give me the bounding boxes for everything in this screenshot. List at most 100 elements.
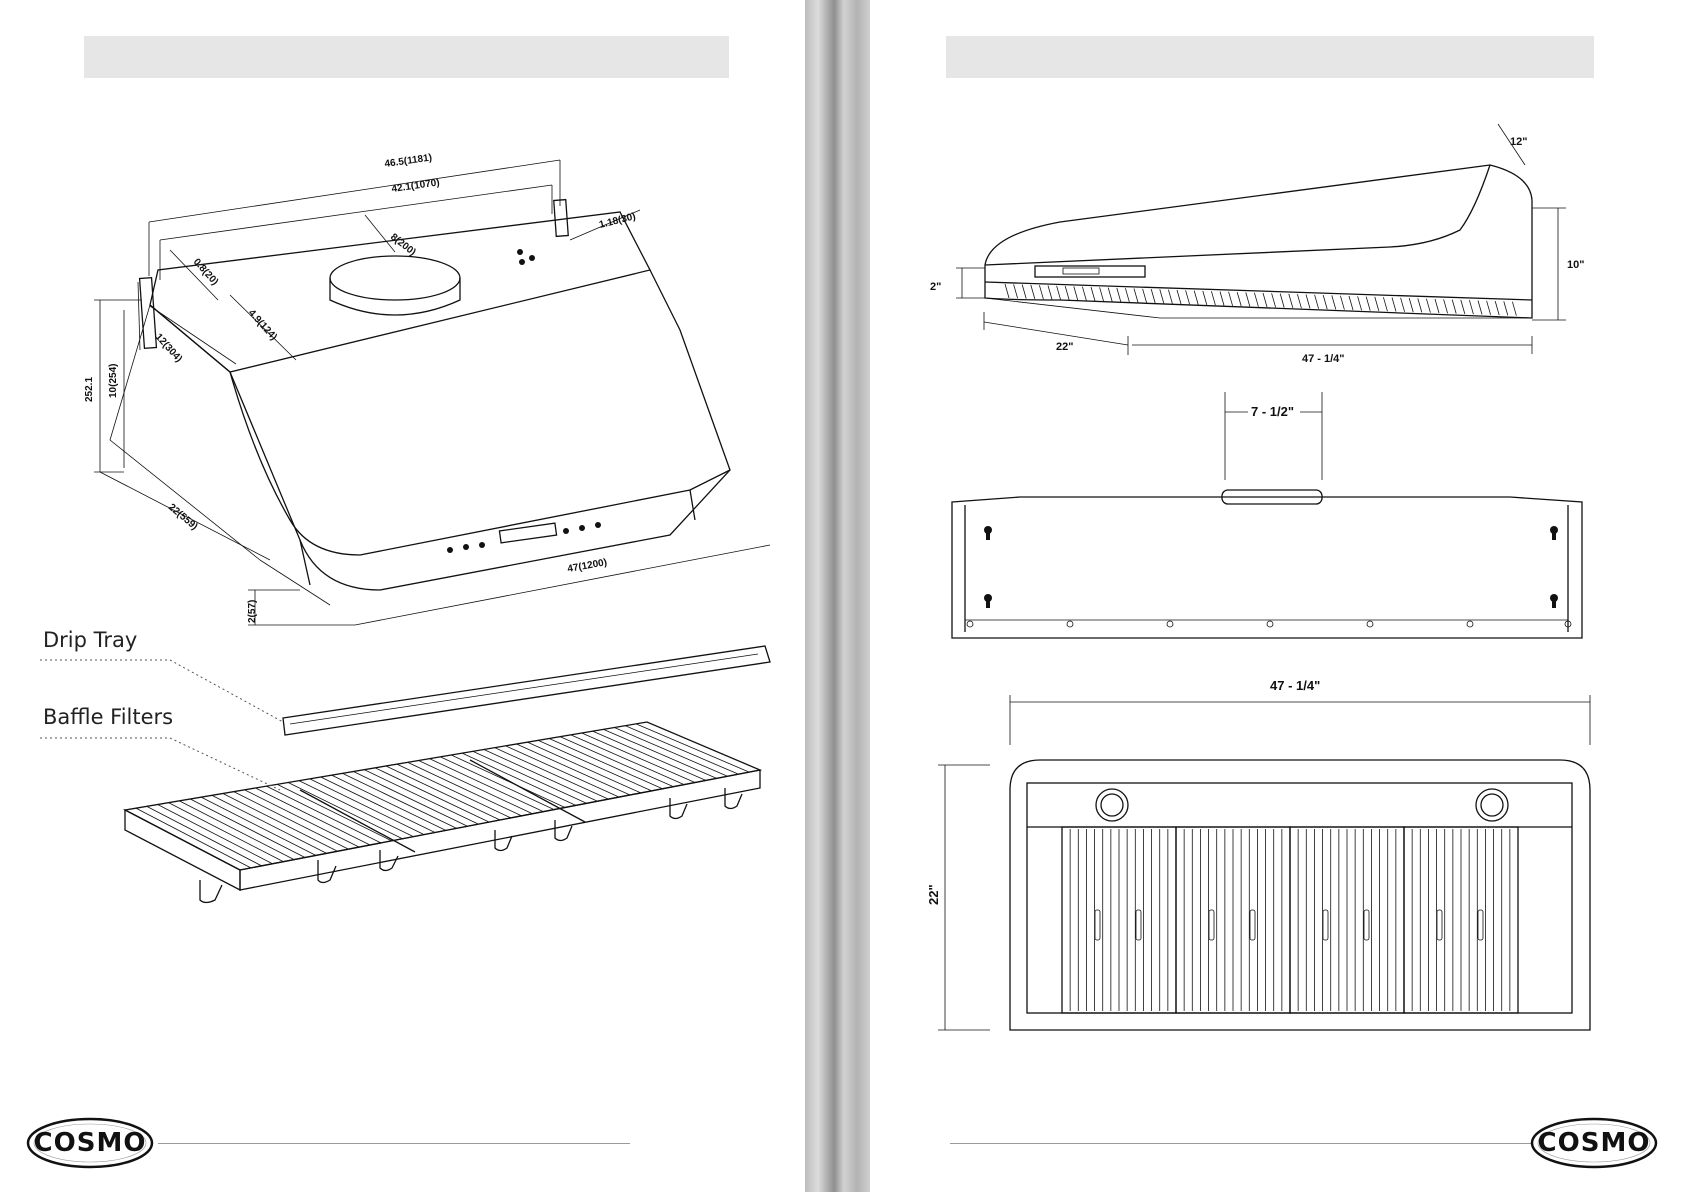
slat-line	[1203, 291, 1207, 305]
dim-bottom-depth: 22"	[926, 884, 941, 905]
dim-front-height: 2(57)	[247, 600, 258, 623]
cosmo-logo-right: COSMO	[1530, 1117, 1658, 1169]
slat-line	[1444, 299, 1448, 313]
dim-right-depth: 22"	[1056, 341, 1073, 353]
slat-line	[234, 792, 349, 850]
label-drip-tray: Drip Tray	[43, 628, 137, 652]
slat-line	[1014, 284, 1018, 298]
slat-line	[136, 808, 251, 868]
slat-line	[1082, 287, 1086, 301]
slat-line	[484, 750, 598, 802]
perspective-view	[956, 124, 1566, 355]
slat-line	[1108, 288, 1112, 302]
slat-line	[549, 739, 662, 789]
slat-line	[147, 806, 262, 866]
slat-line	[1340, 296, 1344, 310]
slat-line	[288, 783, 402, 839]
slat-line	[1401, 298, 1405, 312]
slat-line	[1177, 290, 1181, 304]
slat-line	[1487, 301, 1491, 315]
slat-line	[1263, 293, 1267, 307]
baffle-filters	[40, 722, 760, 903]
slat-line	[1220, 292, 1224, 306]
dim-edge-offset: 0.8(20)	[191, 257, 220, 288]
keyhole-icons	[984, 526, 1558, 608]
duct-collar	[330, 256, 460, 315]
page-gutter	[805, 0, 870, 1192]
slat-line	[538, 740, 651, 791]
slat-line	[1100, 287, 1104, 301]
slat-line	[1383, 297, 1387, 311]
slat-line	[364, 770, 478, 825]
slat-line	[375, 768, 489, 822]
control-panel	[447, 249, 601, 553]
slat-line	[1375, 297, 1379, 311]
range-hood-exploded-diagram: 46.5(1181) 42.1(1070) 8(200) 1.18(30) 0.…	[0, 0, 805, 1192]
slat-line	[1289, 294, 1293, 308]
slat-line	[212, 795, 327, 853]
slat-line	[1031, 285, 1035, 299]
slat-line	[1272, 293, 1276, 307]
dim-right-width: 47 - 1/4"	[1302, 353, 1345, 365]
dim-right-height: 10"	[1567, 259, 1584, 271]
filter-handles	[1095, 910, 1483, 940]
dim-inner-width: 42.1(1070)	[391, 177, 440, 195]
dim-depth: 22(559)	[166, 502, 199, 533]
slat-line	[1246, 292, 1250, 306]
slat-line	[1125, 288, 1129, 302]
slat-line	[1117, 288, 1121, 302]
dim-duct-diameter: 8(200)	[388, 232, 418, 258]
slat-line	[1297, 294, 1301, 308]
slat-line	[582, 733, 695, 783]
slat-line	[1469, 300, 1473, 314]
slat-line	[1358, 296, 1362, 310]
slat-line	[1315, 295, 1319, 309]
dim-height-overall: 252.1	[84, 377, 95, 402]
slat-line	[386, 766, 500, 820]
slat-line	[299, 781, 413, 837]
slat-line	[266, 786, 380, 843]
slat-line	[1065, 286, 1069, 300]
dim-bottom-width: 47 - 1/4"	[1270, 678, 1320, 693]
slat-line	[636, 724, 749, 772]
slat-line	[560, 737, 673, 787]
slat-line	[517, 744, 631, 795]
footer-line-left	[158, 1143, 630, 1144]
right-page: 12" 10" 2" 22" 47 - 1/4" 7 - 1/2" 47 - 1…	[870, 0, 1685, 1192]
slat-line	[332, 775, 446, 830]
slat-line	[353, 772, 467, 827]
slat-line	[1057, 286, 1061, 300]
slat-line	[277, 784, 391, 841]
slat-line	[1160, 289, 1164, 303]
dim-right-front-height: 2"	[930, 281, 941, 293]
dim-right-depth-top: 12"	[1510, 136, 1527, 148]
slat-line	[1332, 295, 1336, 309]
footer-line-right	[950, 1143, 1555, 1144]
slat-line	[1151, 289, 1155, 303]
slat-line	[604, 729, 717, 778]
slat-line	[201, 797, 316, 855]
dim-overall-width: 46.5(1181)	[384, 152, 433, 170]
slat-line	[1426, 299, 1430, 313]
slat-line	[625, 726, 738, 775]
slat-line	[1323, 295, 1327, 309]
bottom-view	[938, 695, 1590, 1030]
slat-line	[527, 742, 640, 793]
slat-line	[419, 761, 533, 814]
slat-line	[462, 753, 576, 805]
slat-line	[1254, 293, 1258, 307]
slat-line	[473, 751, 587, 803]
slat-line	[495, 748, 609, 800]
slat-line	[1211, 291, 1215, 305]
slat-line	[1022, 285, 1026, 299]
slat-line	[1039, 285, 1043, 299]
slat-line	[1409, 298, 1413, 312]
slat-line	[321, 777, 435, 833]
slat-line	[1306, 295, 1310, 309]
slat-line	[343, 773, 457, 828]
slat-line	[571, 735, 684, 785]
slat-line	[614, 728, 727, 777]
slat-line	[1495, 301, 1499, 315]
slat-line	[1005, 284, 1009, 298]
screw-icons	[967, 621, 1571, 627]
